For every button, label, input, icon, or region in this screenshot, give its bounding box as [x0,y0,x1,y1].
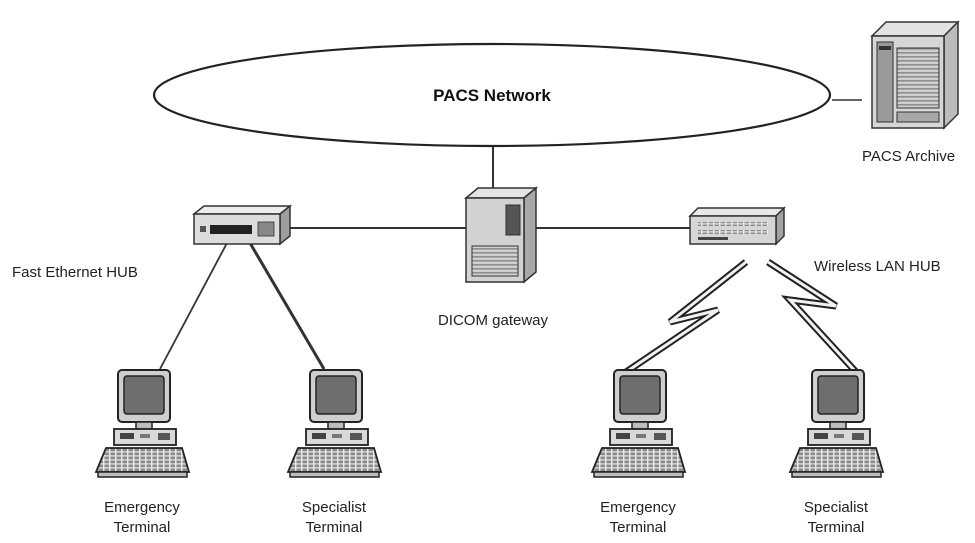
terminal-label-4-line1: Specialist [803,499,869,516]
terminal-computer-icon-4 [789,369,884,478]
dicom-gateway-label: DICOM gateway [437,312,549,329]
terminal-computer-icon-2 [287,369,382,478]
terminal-label-2: Specialist Terminal [302,498,366,538]
wireless-lan-hub-label: Wireless LAN HUB [814,258,941,275]
wireless-link-2 [766,259,859,375]
terminal-label-3-line1: Emergency [600,499,676,516]
pacs-archive-label: PACS Archive [862,148,956,165]
line-fasthub-terminal-2 [248,242,326,370]
dicom-gateway-icon [463,186,539,284]
fast-ethernet-hub-icon [191,204,293,246]
terminal-label-1-line2: Terminal [113,519,171,536]
wireless-lan-hub-icon [688,206,786,246]
fast-ethernet-hub-label: Fast Ethernet HUB [12,264,138,281]
terminal-label-2-line1: Specialist [301,499,367,516]
line-fasthub-terminal-1 [159,242,228,370]
terminal-label-1: Emergency Terminal [104,498,180,538]
terminal-computer-icon-1 [95,369,190,478]
connection-lines [159,99,862,370]
terminal-label-3: Emergency Terminal [600,498,676,538]
pacs-network-cloud [152,42,832,148]
terminal-label-4: Specialist Terminal [804,498,868,538]
wireless-link-1 [624,259,749,375]
pacs-archive-icon [870,20,960,130]
terminal-computer-icon-3 [591,369,686,478]
pacs-network-title: PACS Network [433,86,551,105]
terminal-label-2-line2: Terminal [305,519,363,536]
terminal-label-1-line1: Emergency [104,499,180,516]
terminal-label-3-line2: Terminal [609,519,667,536]
terminal-label-4-line2: Terminal [807,519,865,536]
